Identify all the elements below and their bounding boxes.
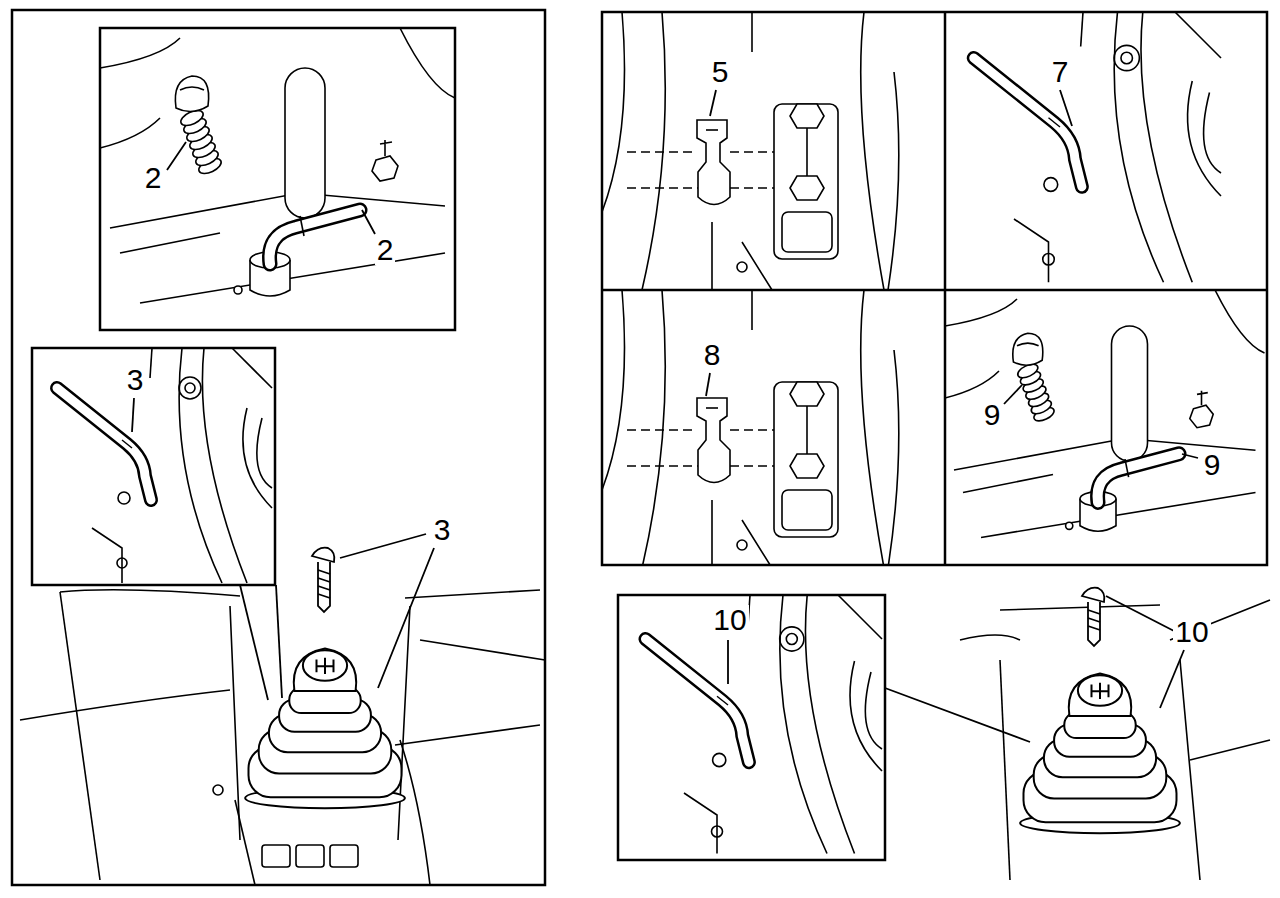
- callout-number: 2: [143, 163, 164, 193]
- panel-8: [602, 290, 899, 568]
- callout-number: 9: [982, 400, 1003, 430]
- tool-inset: [57, 348, 272, 583]
- spring-inset: [100, 28, 455, 303]
- shift-boot: [1020, 674, 1180, 834]
- callout-number: 10: [1173, 617, 1210, 647]
- leader-lines: [706, 90, 1198, 458]
- callout-number: 7: [1050, 57, 1071, 87]
- leader-line: [132, 398, 134, 432]
- callout-number: 8: [702, 340, 723, 370]
- callout-number: 3: [432, 515, 453, 545]
- panel-7: [974, 12, 1221, 282]
- leader-lines: [167, 142, 375, 234]
- panel-9: [945, 290, 1265, 538]
- callout-number: 2: [375, 235, 396, 265]
- shift-boot: [245, 649, 405, 809]
- callout-number: 3: [125, 365, 146, 395]
- tool-inset: [646, 595, 883, 854]
- callout-number: 10: [711, 605, 748, 635]
- screw: [312, 548, 334, 612]
- screw: [1082, 588, 1104, 646]
- callout-number: 5: [710, 57, 731, 87]
- callout-number: 9: [1202, 450, 1223, 480]
- console-lines: [20, 590, 545, 885]
- console-lines: [960, 600, 1270, 880]
- panel-5: [602, 12, 899, 290]
- leader-lines: [728, 596, 1184, 742]
